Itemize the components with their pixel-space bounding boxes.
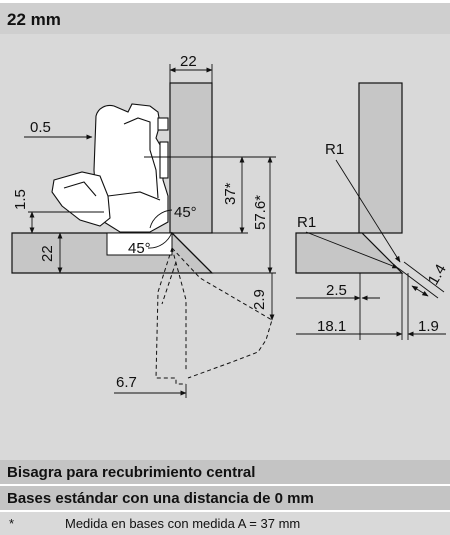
- dim-gap-1-4: 1.4: [425, 261, 450, 288]
- door-bevel-line: [171, 232, 213, 274]
- header-bar: 22 mm: [0, 3, 450, 34]
- side-panel-right: [358, 82, 403, 234]
- caption-hinge-type: Bisagra para recubrimiento central: [7, 464, 256, 481]
- technical-drawing: 22 0.5 37* 57.6* 1.5 22 45° 45° 2.9 6.7 …: [0, 34, 450, 460]
- separator: [0, 510, 450, 512]
- dim-radius-left: R1: [297, 214, 316, 231]
- dim-gap-2-5: 2.5: [326, 282, 347, 299]
- dim-dist-1-9: 1.9: [418, 318, 439, 335]
- dim-depth-2-9: 2.9: [251, 289, 268, 310]
- caption-bar-bases: Bases estándar con una distancia de 0 mm: [0, 486, 450, 510]
- top-rule: [0, 0, 450, 3]
- dim-angle-upper: 45°: [174, 204, 197, 221]
- dim-radius-top: R1: [325, 141, 344, 158]
- side-panel: [169, 82, 213, 234]
- open-door-outline: [155, 247, 273, 385]
- caption-bases: Bases estándar con una distancia de 0 mm: [7, 490, 314, 507]
- dim-angle-lower: 45°: [128, 240, 151, 257]
- hinge-drawing-svg: 22 0.5 37* 57.6* 1.5 22 45° 45° 2.9 6.7 …: [11, 53, 450, 398]
- dim-height-37: 37*: [222, 182, 239, 205]
- dim-left-1-5: 1.5: [12, 189, 29, 210]
- footnote: * Medida en bases con medida A = 37 mm: [0, 512, 450, 535]
- dim-overlay: 0.5: [30, 119, 51, 136]
- dim-offset-6-7: 6.7: [116, 374, 137, 391]
- separator: [0, 484, 450, 486]
- footnote-text: Medida en bases con medida A = 37 mm: [65, 516, 301, 531]
- footnote-mark: *: [9, 516, 15, 531]
- header-title: 22 mm: [7, 10, 61, 29]
- dimension-lines-right: [296, 159, 446, 340]
- hinge-body: [51, 103, 169, 233]
- dim-panel-22: 22: [39, 245, 56, 262]
- dim-dist-18-1: 18.1: [317, 318, 346, 335]
- dim-top-width: 22: [180, 53, 197, 70]
- caption-bar-hinge: Bisagra para recubrimiento central: [0, 460, 450, 484]
- dim-height-57: 57.6*: [252, 195, 269, 230]
- door-panel-right: [295, 232, 404, 274]
- dimension-lines: [24, 64, 276, 398]
- hinge-cup: [106, 232, 173, 256]
